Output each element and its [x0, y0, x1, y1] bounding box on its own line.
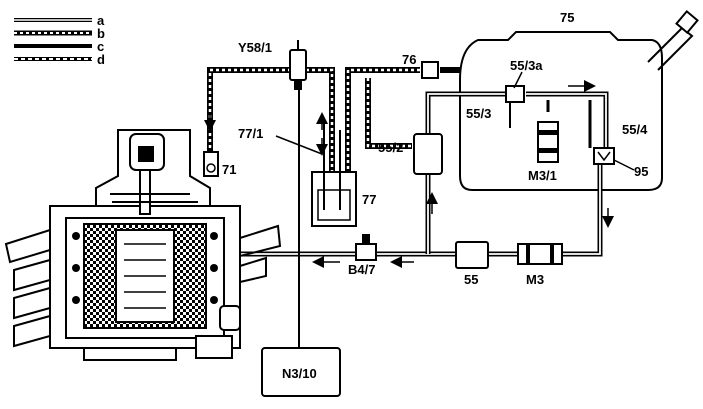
fuel-tank-75 — [459, 31, 663, 191]
legend-item-c: c — [14, 39, 104, 54]
legend-item-a: a — [14, 13, 105, 28]
label-71: 71 — [222, 162, 236, 177]
pressure-regulator-55-3 — [505, 85, 525, 103]
legend-label-b: b — [97, 26, 105, 41]
purge-line-71 — [207, 67, 292, 160]
label-b4-7: B4/7 — [348, 262, 375, 277]
fuel-supply-line — [200, 91, 609, 257]
fuel-pump-m3-1 — [537, 121, 559, 163]
shutoff-valve-76 — [421, 61, 439, 79]
control-unit-n3-10 — [261, 347, 341, 397]
label-76: 76 — [402, 52, 416, 67]
filler-neck — [647, 9, 699, 71]
label-y58-1: Y58/1 — [238, 40, 272, 55]
legend-label-c: c — [97, 39, 104, 54]
purge-valve-y58-1 — [289, 40, 307, 90]
label-77: 77 — [362, 192, 376, 207]
fuel-filter-55 — [455, 241, 489, 269]
label-55: 55 — [464, 272, 478, 287]
engine-block — [4, 129, 282, 361]
legend-item-d: d — [14, 52, 105, 67]
label-55-2: 55/2 — [378, 140, 403, 155]
label-55-3a: 55/3a — [510, 58, 543, 73]
label-55-3: 55/3 — [466, 106, 491, 121]
legend-item-b: b — [14, 26, 105, 41]
legend-label-a: a — [97, 13, 105, 28]
label-55-4: 55/4 — [622, 122, 648, 137]
label-75: 75 — [560, 10, 574, 25]
canister-77 — [311, 120, 357, 227]
check-valve-71 — [203, 151, 219, 177]
filter-55-2 — [413, 133, 443, 175]
sensor-b4-7 — [355, 234, 377, 261]
label-m3: M3 — [526, 272, 544, 287]
label-n3-10: N3/10 — [282, 366, 317, 381]
legend-label-d: d — [97, 52, 105, 67]
legend: a b c d — [14, 13, 105, 67]
label-95: 95 — [634, 164, 648, 179]
check-valve-95 — [593, 147, 615, 165]
label-m3-1: M3/1 — [528, 168, 557, 183]
vent-line-76 — [345, 67, 420, 178]
fuel-pump-m3 — [517, 243, 563, 265]
label-77-1: 77/1 — [238, 126, 263, 141]
